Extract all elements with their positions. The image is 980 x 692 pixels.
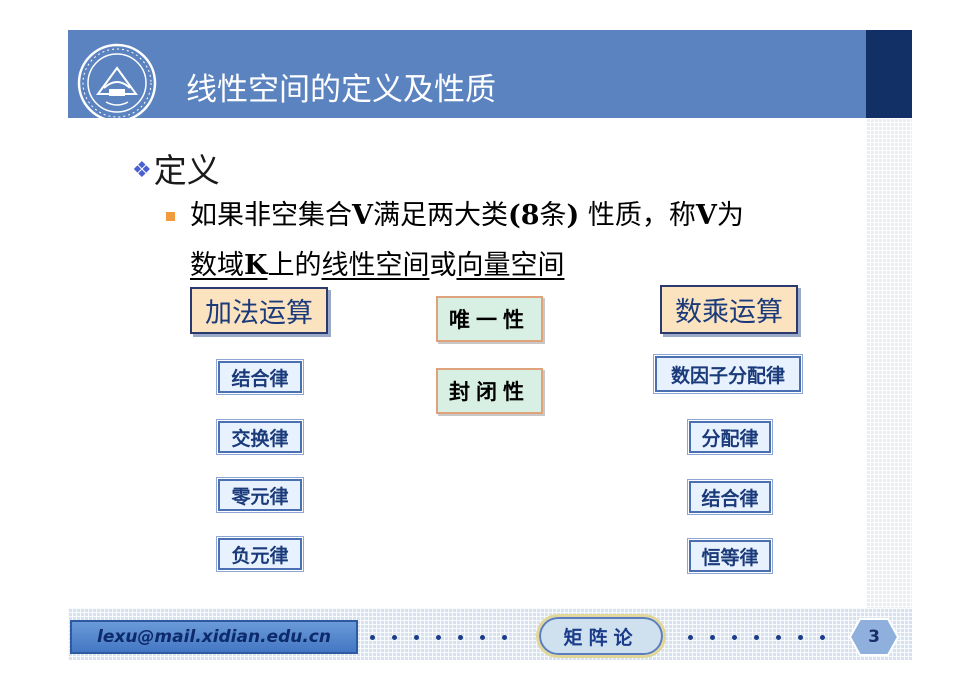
definition-symbol-v: V: [352, 200, 373, 231]
bullet-square-icon: [166, 212, 175, 221]
scalar-multiplication-box: 数乘运算: [660, 285, 798, 334]
uniqueness-box: 唯一性: [436, 296, 543, 342]
page-number: 3: [868, 627, 880, 647]
addition-law-zero-element: 零元律: [216, 477, 304, 513]
definition-text: 或: [429, 250, 457, 281]
closure-box: 封闭性: [436, 368, 543, 414]
addition-law-associative: 结合律: [216, 359, 304, 395]
definition-text: 满足两大类: [372, 200, 508, 231]
header-band: [68, 30, 866, 118]
page-number-hexagon-icon: [848, 618, 900, 656]
definition-text: 如果非空集合: [190, 200, 352, 231]
definition-count-open: (8: [507, 200, 540, 231]
addition-law-commutative: 交换律: [216, 419, 304, 455]
definition-symbol-k: K: [244, 250, 268, 281]
definition-text: 上的: [267, 250, 322, 281]
author-email: lexu@mail.xidian.edu.cn: [70, 620, 358, 654]
addition-operation-box: 加法运算: [190, 287, 328, 334]
definition-text: 条: [539, 200, 567, 231]
right-grid-strip: [866, 118, 912, 608]
header-corner-block: [866, 30, 912, 118]
definition-count-close: ): [566, 200, 580, 231]
definition-text: 为: [716, 200, 744, 231]
section-heading: ❖定义: [132, 144, 220, 192]
section-heading-text: 定义: [153, 151, 220, 190]
definition-text: 数域: [190, 250, 244, 281]
course-name-badge: 矩阵论: [536, 614, 666, 658]
footer-dots-left: [370, 620, 507, 654]
scalar-law-distributive: 分配律: [687, 419, 773, 455]
scalar-law-factor-distributive: 数因子分配律: [653, 354, 803, 394]
addition-law-negative-element: 负元律: [216, 536, 304, 572]
footer-dots-right: [688, 620, 825, 654]
definition-line-1: 如果非空集合V满足两大类(8条) 性质，称V为: [190, 197, 744, 235]
diamond-cluster-icon: ❖: [132, 158, 152, 183]
definition-line-2: 数域K上的线性空间或向量空间: [190, 247, 564, 285]
term-vector-space: 向量空间: [456, 250, 565, 281]
definition-symbol-v: V: [695, 200, 717, 231]
page-title: 线性空间的定义及性质: [186, 72, 496, 108]
scalar-law-identity: 恒等律: [687, 538, 773, 574]
university-seal-icon: [77, 43, 157, 123]
term-linear-space: 线性空间: [321, 250, 430, 281]
scalar-law-associative: 结合律: [687, 479, 773, 515]
definition-text: 性质，称: [579, 200, 696, 231]
